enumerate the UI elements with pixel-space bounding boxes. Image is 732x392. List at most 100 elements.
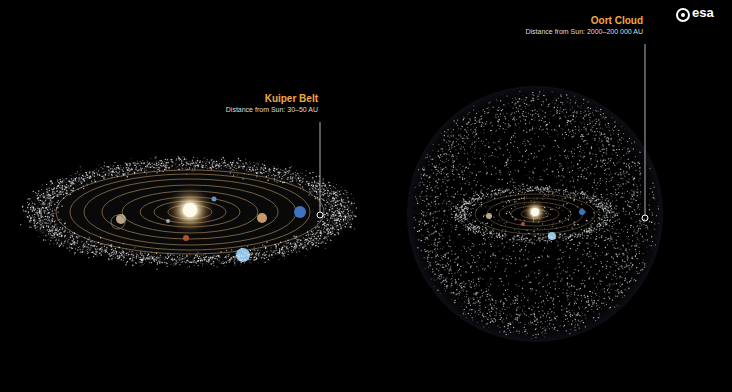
- dust-particle: [333, 223, 334, 224]
- dust-particle: [327, 220, 328, 221]
- dust-particle: [40, 210, 41, 211]
- dust-particle: [206, 259, 207, 260]
- dust-particle: [78, 180, 79, 181]
- dust-particle: [317, 226, 318, 227]
- dust-particle: [143, 255, 144, 256]
- dust-particle: [75, 244, 76, 245]
- dust-particle: [254, 260, 255, 261]
- dust-particle: [72, 236, 73, 237]
- dust-particle: [123, 252, 124, 253]
- dust-particle: [336, 217, 337, 218]
- dust-particle: [31, 201, 32, 202]
- dust-particle: [354, 228, 355, 229]
- dust-particle: [67, 232, 68, 233]
- dust-particle: [62, 182, 63, 183]
- dust-particle: [340, 228, 341, 229]
- dust-particle: [266, 251, 267, 252]
- dust-particle: [182, 255, 183, 256]
- dust-particle: [54, 237, 55, 238]
- dust-particle: [299, 245, 300, 246]
- dust-particle: [324, 225, 325, 226]
- dust-particle: [352, 203, 353, 204]
- dust-particle: [264, 252, 265, 253]
- dust-particle: [315, 227, 316, 228]
- dust-particle: [283, 245, 284, 246]
- dust-particle: [228, 256, 229, 257]
- dust-particle: [194, 264, 195, 265]
- dust-particle: [292, 238, 293, 239]
- dust-particle: [135, 169, 136, 170]
- dust-particle: [340, 190, 341, 191]
- dust-particle: [262, 254, 263, 255]
- dust-particle: [57, 242, 58, 243]
- dust-particle: [146, 167, 147, 168]
- dust-particle: [59, 246, 60, 247]
- dust-particle: [226, 166, 227, 167]
- dust-particle: [154, 256, 155, 257]
- dust-particle: [181, 258, 182, 259]
- dust-particle: [137, 254, 138, 255]
- dust-particle: [83, 244, 84, 245]
- dust-particle: [118, 168, 119, 169]
- dust-particle: [48, 231, 49, 232]
- dust-particle: [136, 163, 137, 164]
- dust-particle: [61, 186, 62, 187]
- dust-particle: [330, 185, 331, 186]
- dust-particle: [37, 210, 38, 211]
- dust-particle: [29, 203, 30, 204]
- dust-particle: [82, 181, 83, 182]
- dust-particle: [165, 159, 166, 160]
- dust-particle: [287, 177, 288, 178]
- dust-particle: [329, 200, 330, 201]
- dust-particle: [202, 259, 203, 260]
- dust-particle: [92, 174, 93, 175]
- dust-particle: [93, 256, 94, 257]
- dust-particle: [144, 170, 145, 171]
- dust-particle: [332, 231, 333, 232]
- dust-particle: [173, 265, 174, 266]
- dust-particle: [167, 159, 168, 160]
- dust-particle: [270, 172, 271, 173]
- dust-particle: [89, 172, 90, 173]
- dust-particle: [41, 208, 42, 209]
- dust-particle: [43, 217, 44, 218]
- dust-particle: [202, 165, 203, 166]
- dust-particle: [164, 262, 165, 263]
- dust-particle: [318, 243, 319, 244]
- dust-particle: [103, 175, 104, 176]
- dust-particle: [74, 243, 75, 244]
- dust-particle: [49, 205, 50, 206]
- dust-particle: [310, 248, 311, 249]
- dust-particle: [320, 220, 321, 221]
- dust-particle: [45, 240, 46, 241]
- dust-particle: [205, 167, 206, 168]
- dust-particle: [29, 226, 30, 227]
- dust-particle: [327, 198, 328, 199]
- dust-particle: [193, 171, 194, 172]
- dust-particle: [234, 264, 235, 265]
- dust-particle: [318, 189, 319, 190]
- dust-particle: [304, 242, 305, 243]
- dust-particle: [230, 172, 231, 173]
- dust-particle: [133, 162, 134, 163]
- dust-particle: [301, 182, 302, 183]
- dust-particle: [142, 168, 143, 169]
- dust-particle: [270, 250, 271, 251]
- dust-particle: [336, 184, 337, 185]
- dust-particle: [107, 244, 108, 245]
- dust-particle: [39, 202, 40, 203]
- dust-particle: [127, 261, 128, 262]
- dust-particle: [243, 259, 244, 260]
- dust-particle: [327, 227, 328, 228]
- dust-particle: [110, 168, 111, 169]
- dust-particle: [55, 234, 56, 235]
- dust-particle: [240, 166, 241, 167]
- dust-particle: [283, 173, 284, 174]
- dust-particle: [289, 167, 290, 168]
- dust-particle: [230, 162, 231, 163]
- dust-particle: [255, 163, 256, 164]
- dust-particle: [236, 258, 237, 259]
- dust-particle: [235, 257, 236, 258]
- dust-particle: [188, 261, 189, 262]
- dust-particle: [330, 201, 331, 202]
